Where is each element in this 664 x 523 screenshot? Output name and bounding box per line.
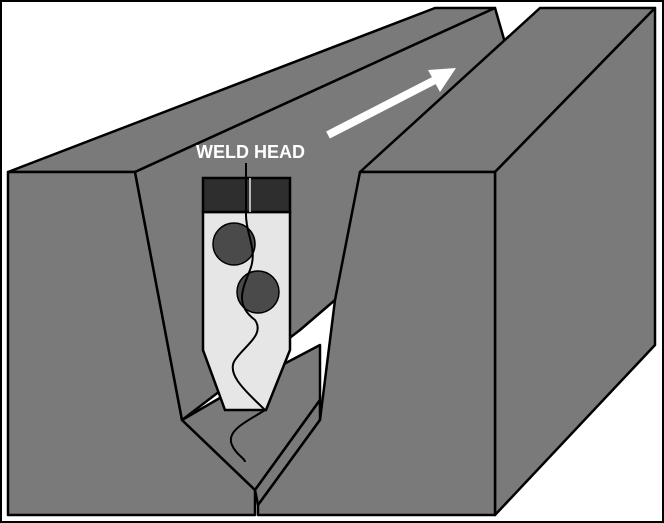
right-block-front <box>256 170 497 517</box>
weld-head-label: WELD HEAD <box>196 142 305 162</box>
weld-head <box>201 163 292 463</box>
weld-wire <box>229 163 267 463</box>
travel-direction-arrow-icon <box>326 68 456 139</box>
roller-top <box>212 222 256 266</box>
roller-bottom <box>236 270 280 314</box>
